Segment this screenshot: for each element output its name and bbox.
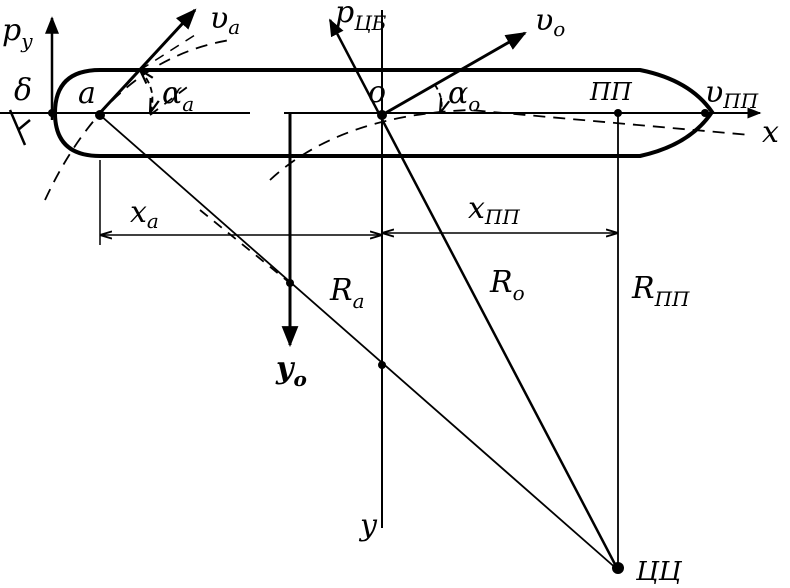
label-v-a: υa [210, 1, 240, 39]
label-x-pp: xПП [468, 191, 520, 229]
point-y0-intersect [286, 279, 294, 287]
point-o [377, 110, 387, 120]
label-y-axis: y [358, 508, 378, 543]
label-v-pp: υПП [705, 75, 759, 113]
point-pp [614, 109, 622, 117]
label-a: a [78, 76, 96, 111]
label-x-axis: x [762, 115, 779, 150]
alpha-o-arc [434, 84, 442, 113]
label-delta: δ [14, 73, 32, 108]
point-y-intersect [378, 361, 386, 369]
v-o-velocity-arrow [381, 31, 527, 117]
r-a-line [99, 114, 619, 571]
v-a-velocity-arrow [96, 8, 197, 117]
hull-outline [52, 68, 715, 158]
p-cb-force-arrow [328, 18, 620, 571]
label-cc: ЦЦ [635, 557, 683, 587]
label-p-y: py [2, 13, 33, 53]
v-a-dashed-extension [139, 34, 196, 71]
label-alpha-o: αo [448, 76, 480, 116]
turning-trajectory [44, 39, 751, 201]
label-r-pp: RПП [631, 271, 690, 311]
point-bow [701, 109, 709, 117]
point-cc [612, 562, 624, 574]
label-v-o: υo [535, 3, 565, 41]
label-p-cb: pЦБ [335, 0, 387, 35]
label-alpha-a: αa [162, 76, 194, 116]
point-a [95, 110, 105, 120]
label-pp: ПП [589, 78, 633, 106]
label-r-o: Ro [489, 265, 525, 305]
point-delta [48, 109, 56, 117]
label-y0: yo [275, 351, 307, 391]
label-r-a: Ra [329, 273, 365, 313]
r-a-dashed [199, 209, 291, 284]
alpha-a-arc [140, 70, 152, 113]
rudder-sketch [8, 109, 31, 146]
label-o: o [368, 75, 386, 110]
label-x-a: xa [130, 195, 159, 233]
